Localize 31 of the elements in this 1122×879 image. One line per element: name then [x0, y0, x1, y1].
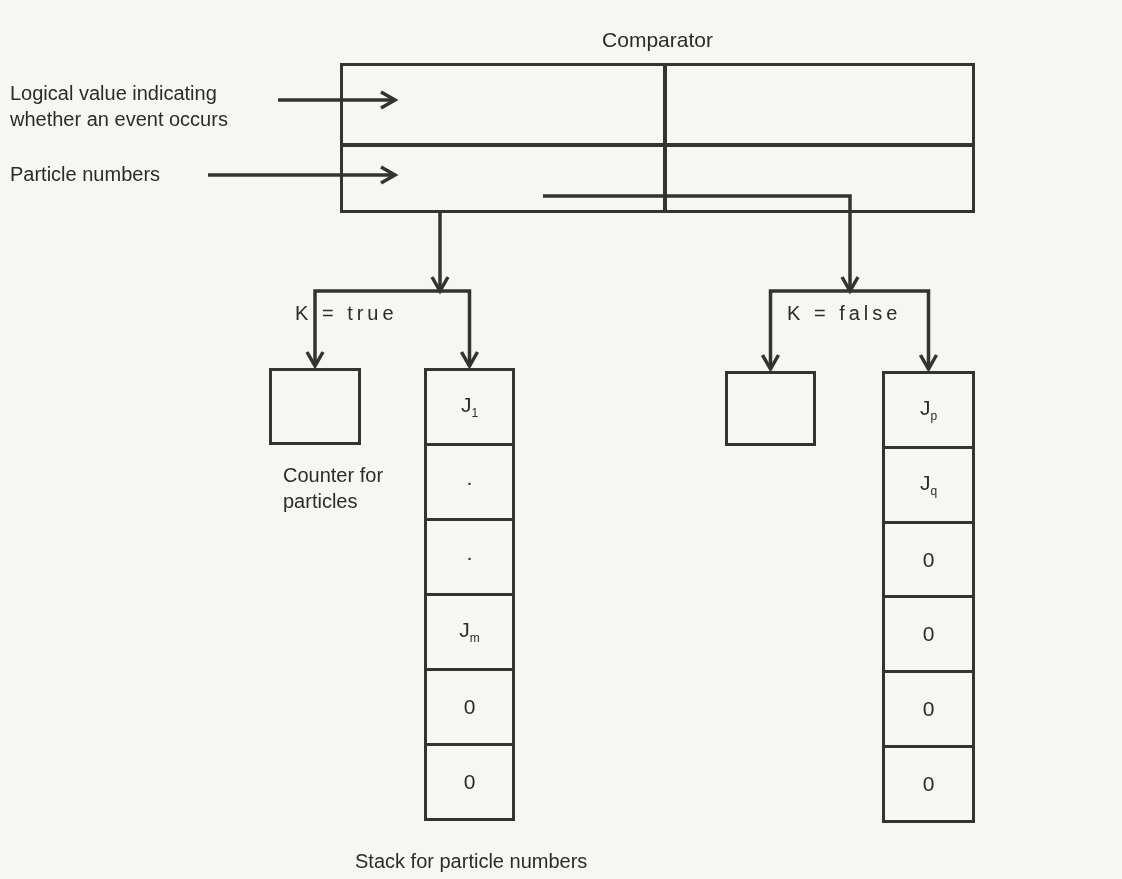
- edge-label: K = false: [787, 302, 902, 325]
- stack-entry: J$_{1}$: [460, 393, 479, 421]
- arrow: [760, 289, 850, 371]
- stack-box: [882, 371, 975, 823]
- arrow: [278, 90, 397, 110]
- edge-label: K = true: [295, 302, 398, 325]
- stack-entry: 0: [463, 770, 476, 794]
- stack-entry: 0: [922, 622, 935, 647]
- comparator-title: Comparator: [601, 28, 714, 52]
- stack-entry: ·: [466, 545, 473, 569]
- arrow: [305, 289, 440, 368]
- input-label: Particle numbers: [10, 162, 162, 187]
- stack-entry: J$_{p}$: [919, 396, 938, 424]
- arrow: [440, 289, 480, 368]
- node-label: Stack for particle numbers: [355, 849, 589, 874]
- arrow: [430, 213, 450, 293]
- node-label: Counter for particles: [283, 463, 385, 514]
- stack-entry: 0: [922, 697, 935, 722]
- counter-box: [725, 371, 816, 446]
- stack-entry: 0: [463, 695, 476, 719]
- arrow: [208, 165, 397, 185]
- stack-entry: J$_{q}$: [919, 471, 938, 499]
- stack-entry: 0: [922, 772, 935, 797]
- stack-box: [424, 368, 515, 821]
- stack-entry: ·: [466, 470, 473, 494]
- input-label: Logical value indicating whether an event occurs: [10, 81, 229, 132]
- stack-entry: 0: [922, 547, 935, 572]
- counter-box: [269, 368, 361, 445]
- arrow: [850, 289, 939, 371]
- arrow: [543, 194, 860, 293]
- stack-entry: J$_{m}$: [459, 618, 480, 646]
